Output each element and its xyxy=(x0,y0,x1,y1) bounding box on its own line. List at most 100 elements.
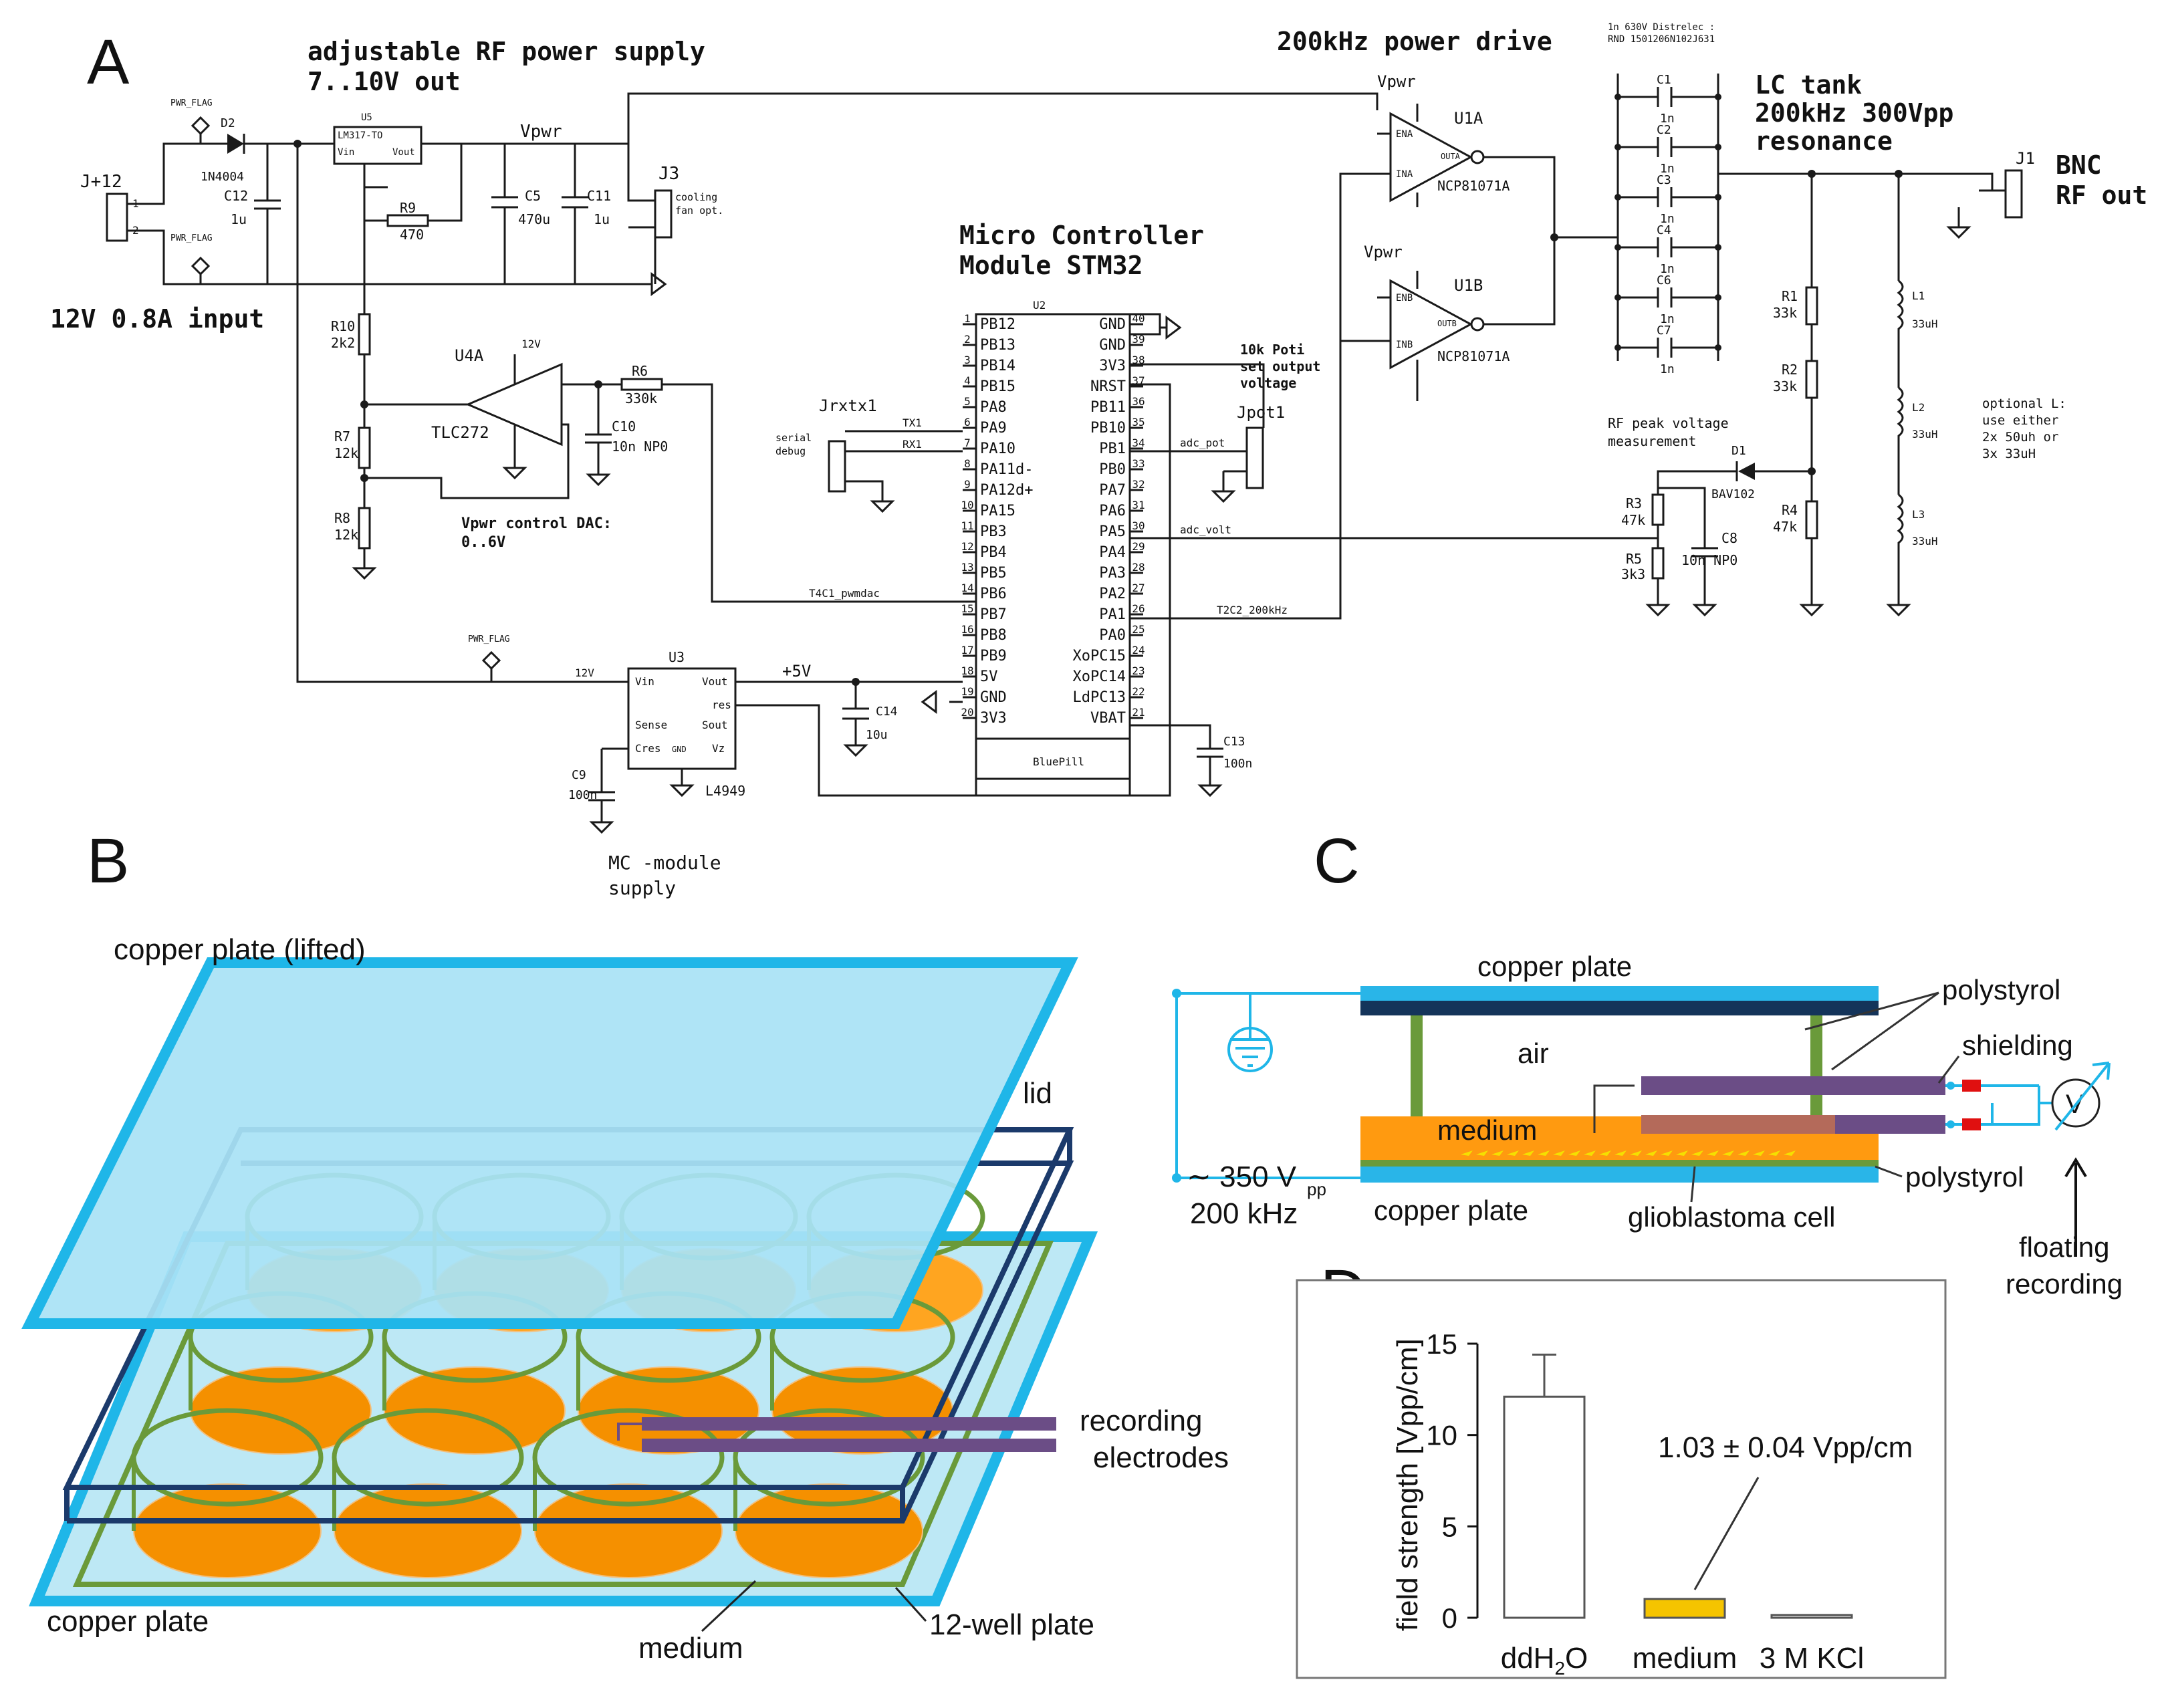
inductor-l1 xyxy=(1897,279,1904,388)
lc-capacitor-label: C1 xyxy=(1657,73,1671,87)
mcu-pin-right: VBAT xyxy=(1090,710,1126,727)
mcu-pin-num-left: 18 xyxy=(961,664,973,677)
glioblastoma-cell xyxy=(1507,1150,1519,1156)
lc-capacitor-label: C4 xyxy=(1657,223,1671,237)
c5-label: C5 xyxy=(525,188,541,204)
u1b-inb: INB xyxy=(1396,340,1413,350)
mc-supply-label: MC -module xyxy=(608,852,721,874)
r3-value: 47k xyxy=(1621,512,1645,528)
u1a-ena: ENA xyxy=(1396,129,1413,140)
pwr-flag-2-label: PWR_FLAG xyxy=(170,233,213,243)
pwr-flag-2 xyxy=(191,256,211,284)
title-mcu2: Module STM32 xyxy=(959,251,1143,280)
regulator-u5 xyxy=(333,126,423,165)
d2-label: D2 xyxy=(221,116,235,130)
mcu-pin-right: LdPC13 xyxy=(1073,689,1126,706)
j3-desc: cooling xyxy=(675,191,717,203)
lc-capacitor xyxy=(1618,87,1718,107)
mcu-pin-right: PB0 xyxy=(1099,461,1126,478)
glioblastoma-cell xyxy=(1568,1150,1580,1156)
mcu-pin-num-right: 37 xyxy=(1132,374,1145,387)
label-copper-top: copper plate (lifted) xyxy=(114,933,366,966)
l1-label: L1 xyxy=(1912,289,1925,302)
u5-vout: Vout xyxy=(392,147,415,158)
chart-category-label: 3 M KCl xyxy=(1760,1642,1864,1675)
mcu-pin-num-left: 7 xyxy=(964,437,971,449)
dac-label: Vpwr control DAC: xyxy=(461,515,612,532)
chart-bar xyxy=(1503,1395,1586,1619)
j3-label: J3 xyxy=(658,164,679,184)
u5-value: LM317-TO xyxy=(338,130,382,141)
label-floating: floating xyxy=(2019,1231,2109,1263)
label-well-plate: 12-well plate xyxy=(929,1608,1094,1641)
mcu-pin-num-left: 5 xyxy=(964,395,971,408)
r3-label: R3 xyxy=(1626,495,1642,511)
u1b-enb: ENB xyxy=(1396,293,1413,303)
t4c1-label: T4C1_pwmdac xyxy=(809,587,880,600)
mcu-pin-num-left: 3 xyxy=(964,354,971,366)
glioblastoma-cell xyxy=(1676,1150,1688,1156)
lc-capacitor-label: C2 xyxy=(1657,123,1671,137)
u5-label: U5 xyxy=(361,112,372,123)
mcu-pin-right: 3V3 xyxy=(1099,358,1126,374)
l3-value: 33uH xyxy=(1912,535,1938,547)
chart-bar xyxy=(1643,1598,1726,1619)
label-voltage: ∼ 350 V xyxy=(1187,1161,1297,1193)
mcu-u2 xyxy=(975,313,1131,797)
mcu-pin-left: PB6 xyxy=(980,586,1007,602)
mcu-pin-right: PA4 xyxy=(1099,544,1126,561)
poti-label: 10k Poti xyxy=(1240,342,1304,358)
vpwr-label-2: Vpwr xyxy=(1377,72,1416,91)
c9-value: 100n xyxy=(568,788,597,802)
lc-capacitor xyxy=(1618,338,1718,358)
mcu-pin-left: 5V xyxy=(980,668,998,685)
r1-value: 33k xyxy=(1773,305,1797,321)
r4-label: R4 xyxy=(1782,502,1798,518)
lc-capacitor-value: 1n xyxy=(1660,362,1675,376)
mcu-pin-num-right: 39 xyxy=(1132,333,1145,346)
u3-value: L4949 xyxy=(705,783,745,799)
lc-capacitor-label: C7 xyxy=(1657,324,1671,338)
label-shielding: shielding xyxy=(1962,1029,2073,1061)
mcu-pin-left: PB8 xyxy=(980,627,1007,644)
chart-category-label: medium xyxy=(1633,1642,1737,1675)
glioblastoma-cell xyxy=(1707,1150,1719,1156)
driver-u1b xyxy=(1389,279,1473,370)
j1-label: J1 xyxy=(2016,149,2035,168)
mcu-pin-right: PA3 xyxy=(1099,565,1126,582)
lc-capacitor-value: 1n xyxy=(1660,262,1675,276)
mcu-pin-num-left: 16 xyxy=(961,623,973,636)
r2-label: R2 xyxy=(1782,362,1798,378)
lc-capacitor-value: 1n xyxy=(1660,312,1675,326)
mcu-pin-num-right: 21 xyxy=(1132,706,1145,719)
mcu-pin-left: PA15 xyxy=(980,503,1015,519)
panel-label-b: B xyxy=(87,826,129,896)
glioblastoma-cell xyxy=(1584,1150,1596,1156)
opt-l-label3: 2x 50uh or xyxy=(1982,430,2058,445)
glioblastoma-cell xyxy=(1768,1150,1780,1156)
c9-label: C9 xyxy=(572,768,586,782)
glioblastoma-cell xyxy=(1784,1150,1796,1156)
mcu-pin-num-right: 24 xyxy=(1132,644,1145,656)
schematic: adjustable RF power supply 7..10V out 20… xyxy=(50,22,2147,899)
label-voltage-sub: pp xyxy=(1307,1179,1326,1199)
mcu-pin-num-right: 34 xyxy=(1132,437,1145,449)
r10-label: R10 xyxy=(331,318,355,334)
title-lc3: resonance xyxy=(1755,126,1893,156)
r10-value: 2k2 xyxy=(331,335,355,351)
mcu-pin-left: PB13 xyxy=(980,337,1015,354)
serial-label: serial xyxy=(775,432,812,444)
resistor-r2 xyxy=(1805,360,1818,399)
mcu-pin-num-right: 23 xyxy=(1132,664,1145,677)
recording-electrode-2 xyxy=(642,1439,1056,1452)
lc-capacitor-value: 1n xyxy=(1660,112,1675,126)
recording-electrode-1 xyxy=(642,1417,1056,1431)
rf-meas-label: RF peak voltage xyxy=(1608,415,1729,431)
u3-label: U3 xyxy=(669,649,685,665)
copper-plate-bottom-c xyxy=(1360,1167,1879,1183)
mcu-pin-num-right: 32 xyxy=(1132,478,1145,491)
u1a-ina: INA xyxy=(1396,169,1413,180)
glioblastoma-cell xyxy=(1599,1150,1611,1156)
r9-value: 470 xyxy=(400,227,424,243)
mcu-pin-left: PB15 xyxy=(980,378,1015,395)
